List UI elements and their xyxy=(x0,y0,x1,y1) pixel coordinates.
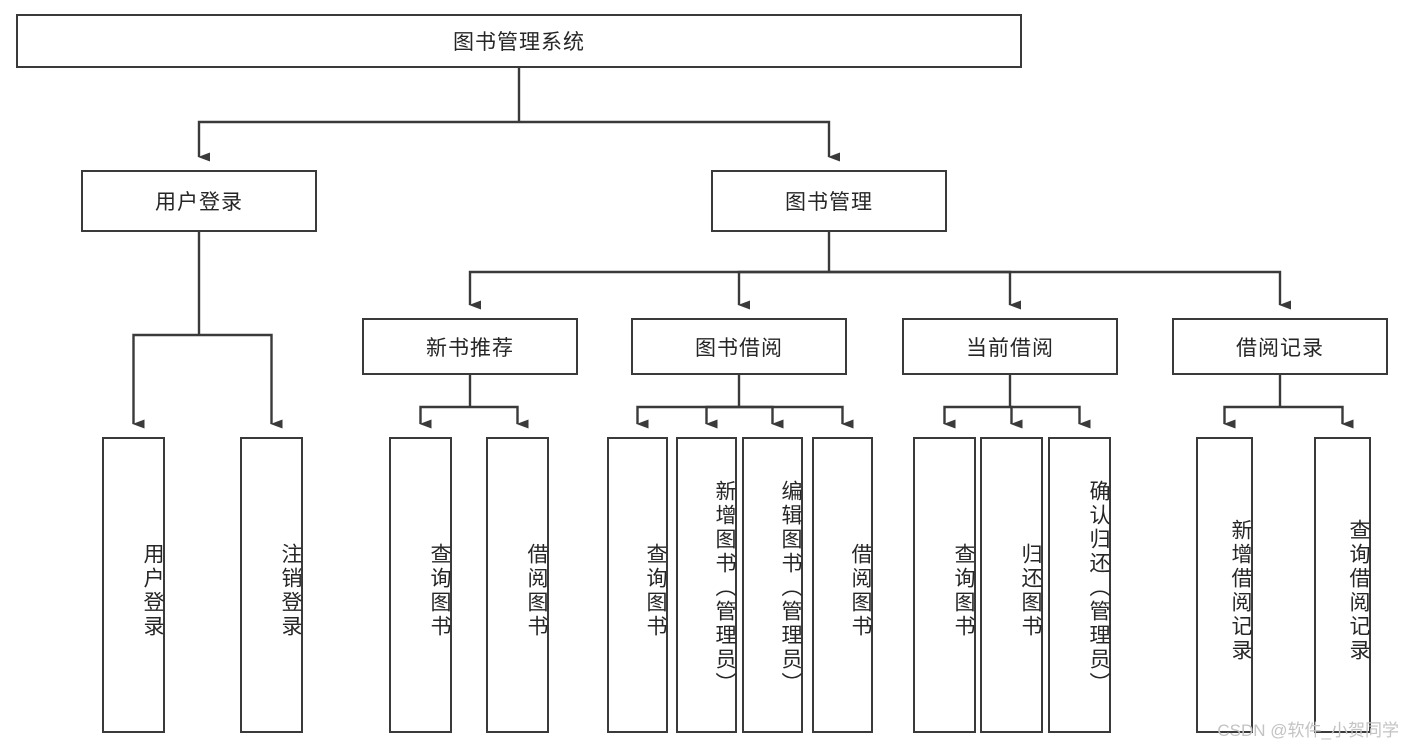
node-leaf-return-book[interactable]: 归还图书 xyxy=(980,437,1043,733)
node-current-borrow[interactable]: 当前借阅 xyxy=(902,318,1118,375)
node-leaf-edit-book[interactable]: 编辑图书（管理员） xyxy=(742,437,803,733)
node-label: 图书管理 xyxy=(785,191,873,214)
node-label: 用户登录 xyxy=(155,191,243,214)
node-label: 归还图书 xyxy=(1019,543,1042,639)
node-new-book-recommend[interactable]: 新书推荐 xyxy=(362,318,578,375)
node-leaf-add-record[interactable]: 新增借阅记录 xyxy=(1196,437,1253,733)
node-label: 新书推荐 xyxy=(426,336,514,360)
node-leaf-query-book-3[interactable]: 查询图书 xyxy=(913,437,976,733)
node-label: 查询图书 xyxy=(428,543,451,639)
node-user-login[interactable]: 用户登录 xyxy=(81,170,317,232)
node-leaf-borrow-book-1[interactable]: 借阅图书 xyxy=(486,437,549,733)
node-leaf-user-login[interactable]: 用户登录 xyxy=(102,437,165,733)
node-label: 当前借阅 xyxy=(966,336,1054,360)
node-leaf-borrow-book-2[interactable]: 借阅图书 xyxy=(812,437,873,733)
watermark-text: CSDN @软件_小贺同学 xyxy=(1217,721,1399,740)
node-leaf-query-record[interactable]: 查询借阅记录 xyxy=(1314,437,1371,733)
node-label: 查询图书 xyxy=(952,543,975,639)
node-label: 借阅记录 xyxy=(1236,336,1324,360)
node-label: 图书借阅 xyxy=(695,336,783,360)
node-label: 新增图书（管理员） xyxy=(713,480,736,696)
node-label: 新增借阅记录 xyxy=(1229,519,1252,663)
node-label: 图书管理系统 xyxy=(453,31,585,54)
node-label: 确认归还（管理员） xyxy=(1087,480,1110,696)
node-label: 用户登录 xyxy=(141,543,164,639)
node-leaf-add-book[interactable]: 新增图书（管理员） xyxy=(676,437,737,733)
node-label: 查询图书 xyxy=(644,543,667,639)
node-root[interactable]: 图书管理系统 xyxy=(16,14,1022,68)
node-book-management[interactable]: 图书管理 xyxy=(711,170,947,232)
node-label: 借阅图书 xyxy=(525,543,548,639)
node-label: 注销登录 xyxy=(279,543,302,639)
node-label: 编辑图书（管理员） xyxy=(779,480,802,696)
node-leaf-logout[interactable]: 注销登录 xyxy=(240,437,303,733)
node-borrow-record[interactable]: 借阅记录 xyxy=(1172,318,1388,375)
node-leaf-query-book-2[interactable]: 查询图书 xyxy=(607,437,668,733)
node-label: 借阅图书 xyxy=(849,543,872,639)
node-label: 查询借阅记录 xyxy=(1347,519,1370,663)
node-book-borrow[interactable]: 图书借阅 xyxy=(631,318,847,375)
node-leaf-query-book-1[interactable]: 查询图书 xyxy=(389,437,452,733)
node-leaf-confirm-return[interactable]: 确认归还（管理员） xyxy=(1048,437,1111,733)
